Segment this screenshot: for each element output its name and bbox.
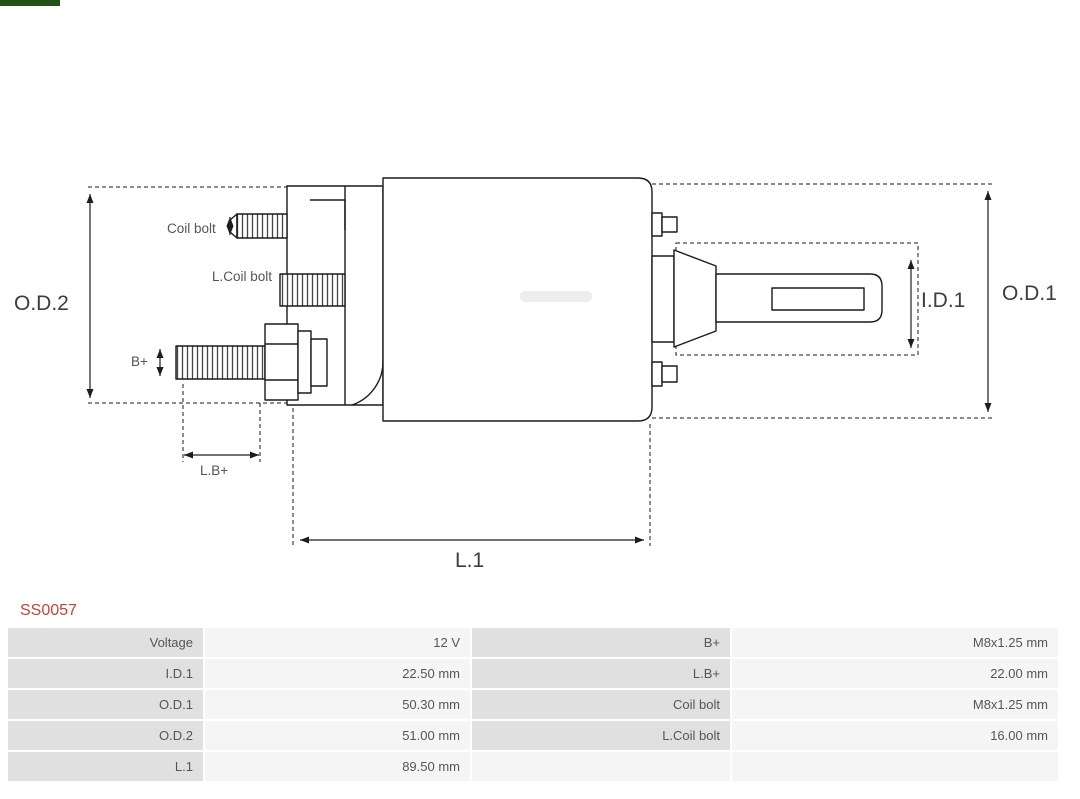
spec-value: 22.00 mm <box>732 659 1058 688</box>
label-od1: O.D.1 <box>1002 282 1057 305</box>
spec-value: 89.50 mm <box>205 752 470 781</box>
spec-label: Voltage <box>8 628 203 657</box>
diagram-area: O.D.2 O.D.1 I.D.1 L.1 L.B+ B+ Coil bolt … <box>14 177 1057 572</box>
spec-label: I.D.1 <box>8 659 203 688</box>
spec-empty <box>732 752 1058 781</box>
solenoid-body <box>382 177 653 422</box>
label-l1: L.1 <box>455 549 484 572</box>
right-stud-top <box>651 212 663 237</box>
label-coil-bolt: Coil bolt <box>167 221 216 236</box>
b-plus-washer <box>297 330 312 394</box>
spec-label: B+ <box>472 628 730 657</box>
spec-value: 22.50 mm <box>205 659 470 688</box>
spec-empty <box>472 752 730 781</box>
spec-label: L.Coil bolt <box>472 721 730 750</box>
spec-label: L.1 <box>8 752 203 781</box>
label-l-coil-bolt: L.Coil bolt <box>212 269 272 284</box>
l-coil-bolt-thread <box>279 273 346 307</box>
dimension-lines <box>86 191 992 544</box>
right-stud-bottom <box>651 361 663 387</box>
table-row: L.1 89.50 mm <box>8 752 1058 781</box>
b-plus-spacer <box>310 338 328 387</box>
spec-value: 12 V <box>205 628 470 657</box>
spec-label: O.D.2 <box>8 721 203 750</box>
table-row: Voltage 12 V B+ M8x1.25 mm <box>8 628 1058 657</box>
spec-value: M8x1.25 mm <box>732 628 1058 657</box>
label-lb-plus: L.B+ <box>200 463 228 478</box>
spec-label: Coil bolt <box>472 690 730 719</box>
label-b-plus: B+ <box>131 354 148 369</box>
table-row: I.D.1 22.50 mm L.B+ 22.00 mm <box>8 659 1058 688</box>
label-od2: O.D.2 <box>14 292 69 315</box>
watermark <box>520 291 592 302</box>
spec-label: L.B+ <box>472 659 730 688</box>
spec-value: 50.30 mm <box>205 690 470 719</box>
dimension-labels: O.D.2 O.D.1 I.D.1 L.1 L.B+ B+ Coil bolt … <box>14 221 1057 572</box>
plunger-step <box>651 255 675 343</box>
spec-value: 16.00 mm <box>732 721 1058 750</box>
plunger-slot <box>771 287 865 311</box>
logo-fragment <box>0 0 60 6</box>
product-code: SS0057 <box>20 602 77 619</box>
technical-diagram: O.D.2 O.D.1 I.D.1 L.1 L.B+ B+ Coil bolt … <box>14 177 1057 572</box>
b-plus-nut <box>264 323 299 401</box>
coil-bolt-thread <box>236 213 288 239</box>
table-row: O.D.1 50.30 mm Coil bolt M8x1.25 mm <box>8 690 1058 719</box>
b-plus-thread <box>175 345 266 380</box>
spec-value: 51.00 mm <box>205 721 470 750</box>
table-row: O.D.2 51.00 mm L.Coil bolt 16.00 mm <box>8 721 1058 750</box>
label-id1: I.D.1 <box>921 289 965 312</box>
spec-table: Voltage 12 V B+ M8x1.25 mm I.D.1 22.50 m… <box>6 626 1060 783</box>
plunger-cone <box>673 249 717 348</box>
spec-value: M8x1.25 mm <box>732 690 1058 719</box>
solenoid-drawing <box>175 177 883 422</box>
spec-label: O.D.1 <box>8 690 203 719</box>
coil-bolt-tip <box>229 213 238 239</box>
